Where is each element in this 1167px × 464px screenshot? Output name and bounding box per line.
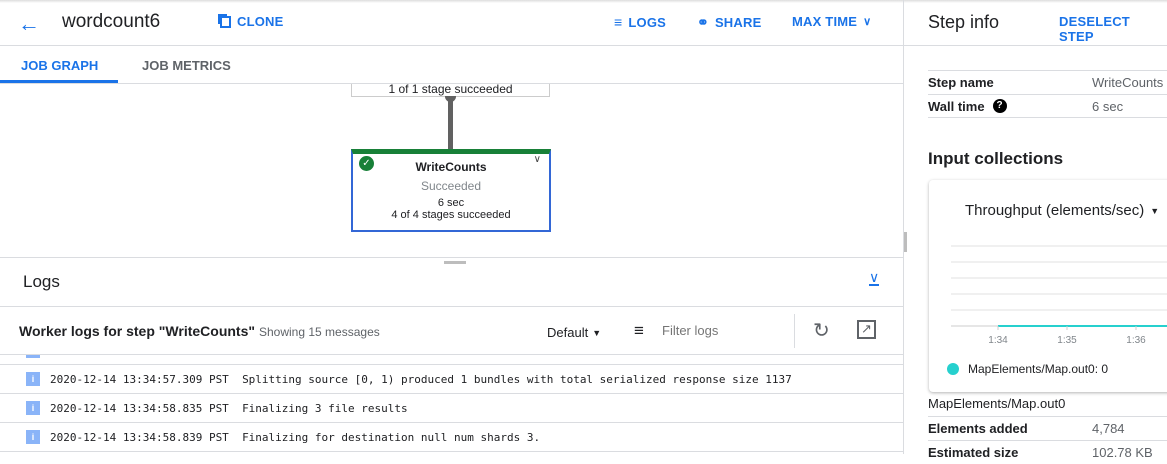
log-timestamp: 2020-12-14 13:34:58.835 PST	[50, 401, 229, 415]
worker-logs-title: Worker logs for step "WriteCounts"	[19, 323, 256, 339]
graph-node-previous[interactable]: 1 of 1 stage succeeded	[351, 83, 550, 97]
log-message: Finalizing for destination null num shar…	[242, 430, 541, 444]
info-severity-icon: i	[26, 372, 40, 386]
edge-connector	[448, 98, 453, 150]
divider	[0, 257, 903, 258]
info-severity-icon: i	[26, 430, 40, 444]
x-tick-label: 1:35	[1057, 335, 1077, 346]
check-circle-icon: ✓	[359, 156, 374, 171]
job-title: wordcount6	[62, 11, 161, 32]
divider	[0, 354, 903, 355]
throughput-chart: 1:34 1:35 1:36	[951, 245, 1167, 346]
logs-button[interactable]: ≡LOGS	[614, 14, 667, 30]
caret-down-icon: ▼	[592, 328, 602, 338]
top-shadow	[0, 0, 1167, 3]
log-timestamp: 2020-12-14 13:34:57.309 PST	[50, 372, 229, 386]
message-count: Showing 15 messages	[259, 325, 380, 339]
partial-log-row	[26, 355, 40, 358]
back-arrow-icon[interactable]: ←	[18, 11, 40, 36]
tab-job-metrics[interactable]: JOB METRICS	[142, 58, 231, 73]
log-message: Splitting source [0, 1) produced 1 bundl…	[242, 372, 792, 386]
info-severity-icon: i	[26, 401, 40, 415]
wall-time-row: Wall time?6 sec	[928, 94, 1167, 118]
caret-down-icon: ▼	[1150, 206, 1160, 216]
copy-icon	[220, 15, 231, 28]
input-collections-title: Input collections	[928, 149, 1064, 168]
log-row[interactable]: i 2020-12-14 13:34:57.309 PST Splitting s…	[0, 365, 903, 394]
chart-metric-dropdown[interactable]: Throughput (elements/sec)▼	[965, 202, 1160, 219]
logs-title: Logs	[23, 272, 60, 291]
log-row[interactable]: i 2020-12-14 13:34:58.835 PST Finalizing …	[0, 394, 903, 423]
legend-label: MapElements/Map.out0: 0	[968, 362, 1109, 376]
collection-name: MapElements/Map.out0	[928, 396, 1066, 411]
refresh-icon[interactable]: ↻	[813, 320, 830, 342]
filter-logs-input[interactable]	[662, 320, 782, 340]
max-time-dropdown[interactable]: MAX TIME∨	[792, 14, 872, 29]
share-button[interactable]: ⚭SHARE	[697, 14, 762, 30]
x-tick-label: 1:34	[988, 335, 1008, 346]
divider	[0, 306, 903, 307]
log-message: Finalizing 3 file results	[242, 401, 408, 415]
list-icon: ≡	[614, 14, 623, 30]
panel-resize-handle[interactable]	[904, 232, 907, 252]
clone-button[interactable]: CLONE	[220, 14, 284, 29]
step-info-title: Step info	[928, 12, 1000, 32]
divider	[794, 314, 795, 348]
deselect-step-button[interactable]: DESELECT STEP	[1059, 14, 1130, 44]
active-tab-indicator	[0, 80, 118, 83]
expand-chevron-icon[interactable]: ∨	[533, 154, 541, 165]
divider	[0, 45, 903, 46]
x-tick-label: 1:36	[1126, 335, 1146, 346]
log-row[interactable]: i 2020-12-14 13:34:58.839 PST Finalizing …	[0, 423, 903, 452]
help-icon[interactable]: ?	[992, 99, 1007, 113]
collapse-logs-icon[interactable]: ∨	[869, 269, 880, 286]
open-external-icon[interactable]: ↗	[857, 320, 876, 339]
legend-dot	[947, 363, 959, 375]
divider	[903, 45, 1167, 46]
chevron-down-icon: ∨	[863, 16, 872, 28]
graph-node-writecounts[interactable]: ✓ ∨ WriteCounts Succeeded 6 sec 4 of 4 s…	[351, 149, 551, 232]
divider	[0, 83, 903, 84]
panel-divider	[903, 0, 904, 454]
divider	[0, 364, 903, 365]
filter-icon: ≡	[634, 321, 644, 340]
link-icon: ⚭	[697, 14, 709, 30]
resize-handle[interactable]	[444, 261, 466, 264]
tab-job-graph[interactable]: JOB GRAPH	[21, 58, 99, 73]
severity-dropdown[interactable]: Default▼	[547, 325, 602, 340]
log-timestamp: 2020-12-14 13:34:58.839 PST	[50, 430, 229, 444]
